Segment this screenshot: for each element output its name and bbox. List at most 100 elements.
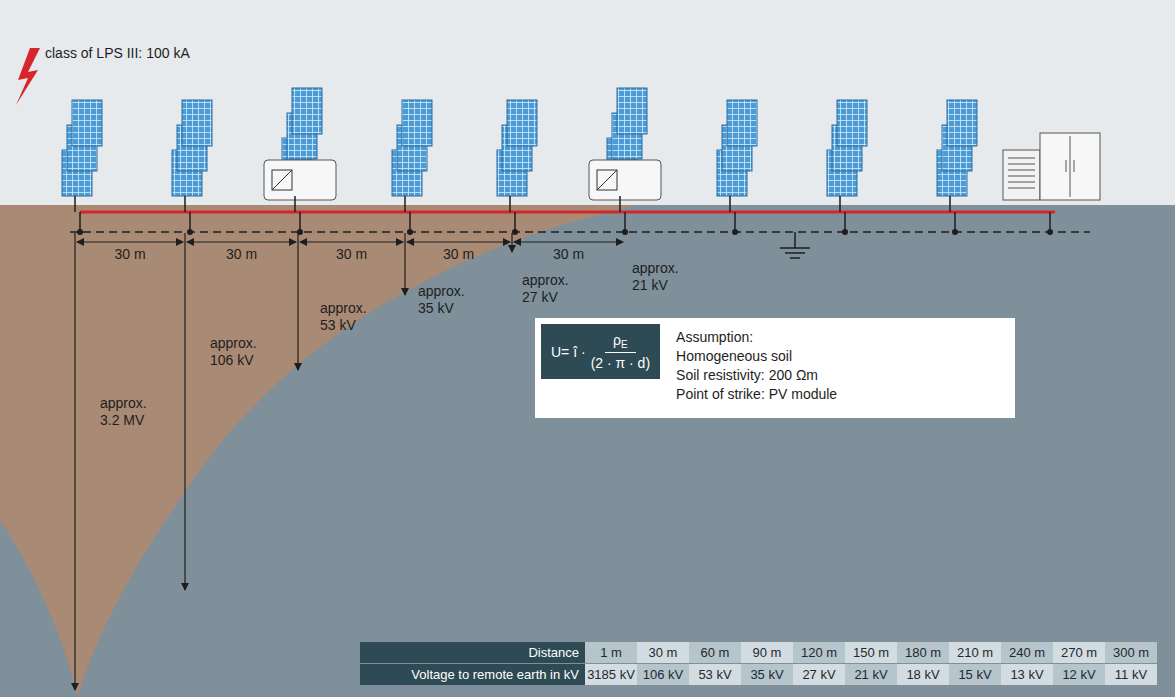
table-cell: 1 m — [585, 642, 637, 663]
table-cell: 35 kV — [741, 664, 793, 685]
table-cell: 27 kV — [793, 664, 845, 685]
pv-module — [182, 100, 212, 146]
table-cell: 13 kV — [1001, 664, 1053, 685]
dimension-label: 30 m — [443, 246, 474, 263]
table-cell: 11 kV — [1105, 664, 1157, 685]
table-cell: 120 m — [793, 642, 845, 663]
earth-point — [187, 229, 193, 235]
mount-post — [840, 196, 845, 232]
earth-point — [77, 229, 83, 235]
inverter-symbol — [272, 170, 292, 190]
dimension-line — [77, 241, 183, 242]
transformer-station — [1003, 133, 1100, 200]
dc-cable — [80, 211, 1055, 214]
voltage-arrow — [184, 233, 185, 590]
table-cell: 150 m — [845, 642, 897, 663]
table-cell: 15 kV — [949, 664, 1001, 685]
pv-module — [727, 100, 757, 146]
table-cell: 60 m — [689, 642, 741, 663]
inverter-symbol — [597, 170, 617, 190]
mount-post — [950, 196, 955, 232]
sky — [0, 0, 1175, 205]
assumption-text: Assumption:Homogeneous soilSoil resistiv… — [676, 328, 837, 404]
dimension-label: 30 m — [226, 246, 257, 263]
formula-subscript: E — [621, 339, 628, 350]
assumption-line: Point of strike: PV module — [676, 385, 837, 404]
dimension-label: 30 m — [336, 246, 367, 263]
dimension-line — [300, 241, 403, 242]
formula-denominator: (2 · π · d) — [591, 353, 650, 371]
table-row-header: Distance — [360, 642, 585, 663]
table-cell: 3185 kV — [585, 664, 637, 685]
earth-symbol — [780, 232, 810, 258]
earth-termination — [70, 231, 1090, 233]
strike-current-label: class of LPS III: 100 kA — [45, 45, 190, 62]
table-row-header: Voltage to remote earth in kV — [360, 664, 585, 685]
table-cell: 18 kV — [897, 664, 949, 685]
voltage-label: approx. 27 kV — [522, 272, 584, 306]
earth-point — [1047, 229, 1053, 235]
earth-point — [732, 229, 738, 235]
dimension-line — [407, 241, 510, 242]
table-cell: 270 m — [1053, 642, 1105, 663]
earth-point — [842, 229, 848, 235]
earth-point — [407, 229, 413, 235]
table-cell: 21 kV — [845, 664, 897, 685]
assumption-line: Assumption: — [676, 328, 837, 347]
voltage-label: approx. 106 kV — [210, 335, 272, 369]
voltage-label: approx. 3.2 MV — [100, 395, 162, 429]
pv-module — [947, 100, 977, 146]
earth-point — [512, 229, 518, 235]
dimension-line — [514, 241, 623, 242]
pv-module — [402, 100, 432, 146]
dimension-line — [187, 241, 296, 242]
mount-post — [510, 196, 515, 232]
pv-module — [292, 88, 322, 134]
table-cell: 240 m — [1001, 642, 1053, 663]
table-cell: 53 kV — [689, 664, 741, 685]
table-cell: 180 m — [897, 642, 949, 663]
voltage-arrows — [75, 233, 512, 690]
formula-symbol: ρ — [613, 332, 621, 348]
lightning-bolt — [16, 48, 40, 105]
mount-post — [185, 196, 190, 232]
voltage-label: approx. 35 kV — [418, 283, 480, 317]
dimension-lines — [77, 242, 623, 243]
voltage-label: approx. 53 kV — [320, 300, 382, 334]
dimension-label: 30 m — [553, 246, 584, 263]
formula-fraction: ρE(2 · π · d) — [591, 332, 650, 371]
formula-box: U= î ·ρE(2 · π · d) — [541, 324, 660, 379]
mount-post — [405, 196, 410, 232]
pv-module-stacks — [62, 88, 977, 196]
inverter-box — [589, 160, 661, 200]
table-cell: 210 m — [949, 642, 1001, 663]
table-cell: 300 m — [1105, 642, 1157, 663]
mount-post — [295, 196, 300, 232]
formula-text: U= î · — [551, 344, 586, 360]
pv-module — [837, 100, 867, 146]
potential-funnel — [0, 205, 640, 697]
mount-post — [730, 196, 735, 232]
assumption-line: Soil resistivity: 200 Ωm — [676, 366, 837, 385]
assumption-line: Homogeneous soil — [676, 347, 837, 366]
pv-module — [617, 88, 647, 134]
assumption-panel: U= î ·ρE(2 · π · d)Assumption:Homogeneou… — [535, 318, 1015, 418]
earth-point — [952, 229, 958, 235]
voltage-arrow — [511, 233, 512, 252]
pv-module — [507, 100, 537, 146]
earth-point — [622, 229, 628, 235]
voltage-label: approx. 21 kV — [632, 260, 694, 294]
voltage-arrow — [74, 233, 75, 690]
dimension-label: 30 m — [114, 246, 145, 263]
inverter-box — [264, 160, 336, 200]
soil — [0, 205, 1175, 697]
mount-post — [620, 196, 625, 232]
formula-numerator: ρE — [605, 332, 636, 353]
inverter-symbol — [272, 170, 292, 190]
voltage-arrow — [404, 233, 405, 295]
inverter-symbol — [597, 170, 617, 190]
voltage-arrow — [297, 233, 298, 370]
table-cell: 106 kV — [637, 664, 689, 685]
table-cell: 90 m — [741, 642, 793, 663]
table-cell: 12 kV — [1053, 664, 1105, 685]
